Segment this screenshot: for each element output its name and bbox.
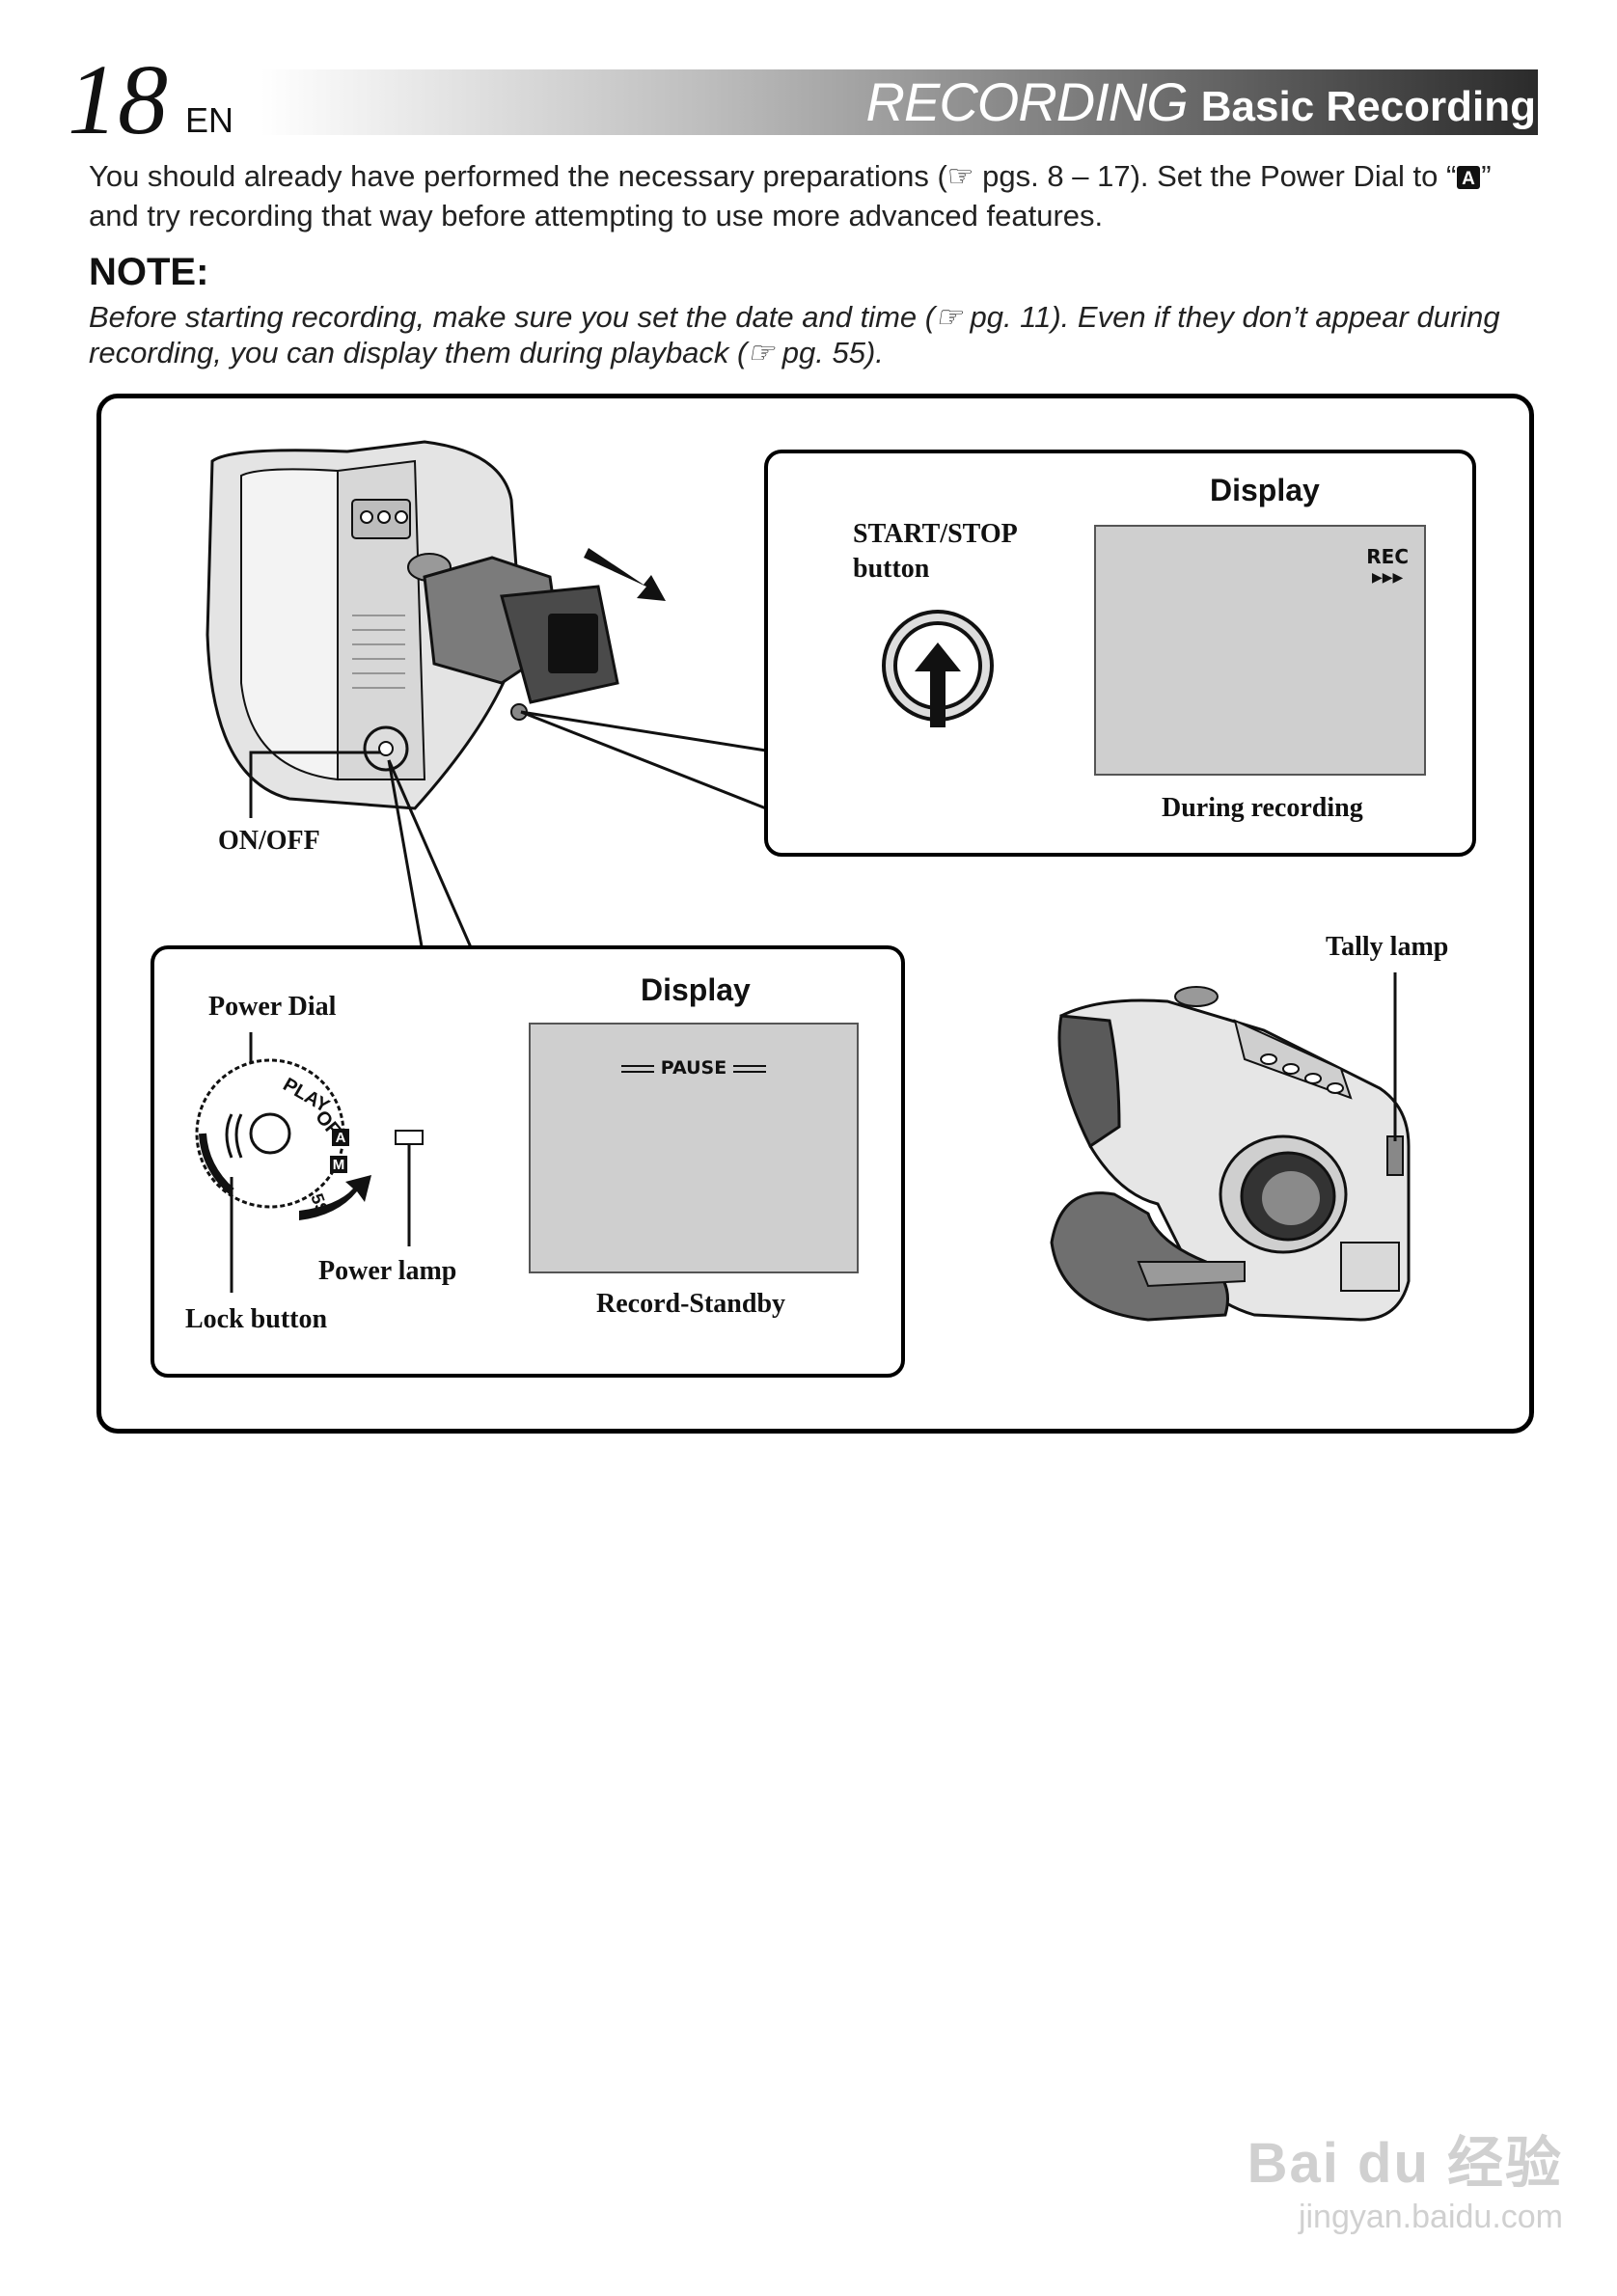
pause-left-bars (621, 1064, 655, 1073)
note-line-2: recording, you can display them during p… (89, 336, 884, 369)
pause-text: PAUSE (660, 1057, 727, 1079)
section-name: RECORDING (865, 71, 1189, 132)
watermark-url: jingyan.baidu.com (1298, 2199, 1563, 2235)
display-title-recording: Display (1210, 473, 1320, 507)
display-screen-standby: PAUSE (529, 1023, 859, 1273)
camcorder-side-illustration (206, 440, 619, 810)
header-bar (260, 69, 1538, 135)
power-dial-label: Power Dial (208, 992, 337, 1022)
rec-text: REC (1366, 545, 1409, 568)
start-stop-button-icon (882, 610, 994, 727)
intro-line-1-end: ” (1481, 159, 1492, 193)
pause-right-bars (732, 1064, 766, 1073)
camcorder-front-illustration (1050, 972, 1411, 1322)
intro-line-1: You should already have performed the ne… (89, 159, 1457, 193)
pause-indicator: PAUSE (531, 1057, 857, 1079)
diagram-illustrations (206, 440, 1411, 1322)
lock-button-label: Lock button (185, 1304, 328, 1334)
eject-arrow-icon (584, 548, 666, 601)
intro-paragraph: You should already have performed the ne… (89, 158, 1536, 233)
on-off-label: ON/OFF (218, 826, 320, 856)
rotate-arrow-icon (299, 1175, 371, 1220)
rec-indicator: REC ▶▶▶ (1366, 546, 1409, 588)
page-title: Basic Recording (1200, 83, 1536, 130)
start-stop-label-line-1: START/STOP (853, 519, 1018, 549)
page-number: 18 (68, 44, 168, 155)
power-lamp-label: Power lamp (318, 1256, 457, 1286)
tally-lamp-marker (1386, 1135, 1404, 1176)
auto-mode-icon: A (1456, 162, 1481, 198)
rec-arrows: ▶▶▶ (1371, 570, 1404, 586)
display-screen-recording: REC ▶▶▶ (1094, 525, 1426, 776)
note-paragraph: Before starting recording, make sure you… (89, 299, 1536, 370)
record-standby-caption: Record-Standby (596, 1289, 786, 1319)
dial-mark-a: A (336, 1130, 346, 1146)
auto-mode-glyph: A (1462, 169, 1475, 189)
watermark-brand: Bai du 经验 (1247, 2132, 1563, 2195)
tally-lamp-label: Tally lamp (1326, 932, 1449, 962)
display-title-standby: Display (641, 972, 751, 1007)
page-language: EN (185, 100, 234, 140)
leader-lines (249, 710, 767, 964)
power-dial-illustration: PLAY OFF A M 5S (195, 1032, 424, 1293)
start-stop-label-line-2: button (853, 554, 930, 584)
note-line-1: Before starting recording, make sure you… (89, 300, 1500, 334)
dial-mark-m: M (333, 1157, 345, 1173)
intro-line-2: and try recording that way before attemp… (89, 199, 1104, 232)
power-lamp-marker (395, 1130, 424, 1145)
note-heading: NOTE: (89, 251, 209, 293)
during-recording-caption: During recording (1162, 793, 1363, 823)
start-stop-label: START/STOP button (853, 517, 1018, 587)
diagram-frame (96, 394, 1534, 1434)
watermark: Bai du 经验 jingyan.baidu.com (1247, 2118, 1563, 2236)
